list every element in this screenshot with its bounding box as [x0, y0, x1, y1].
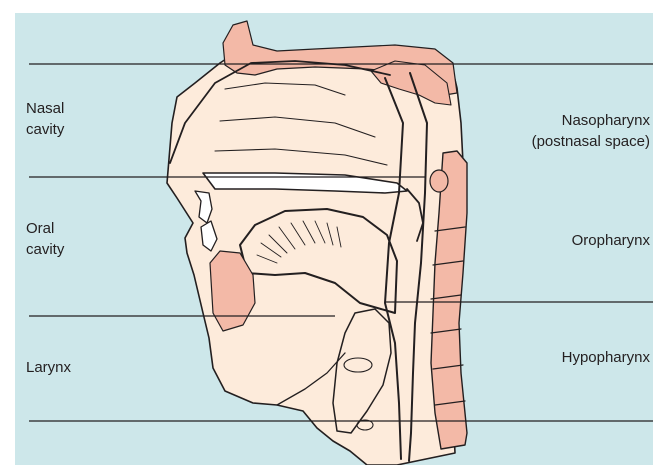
label-oropharynx: Oropharynx: [572, 230, 650, 251]
label-nasal-cavity-line2: cavity: [26, 119, 64, 140]
label-oral-cavity-line2: cavity: [26, 239, 64, 260]
label-nasopharynx-line1: Nasopharynx: [532, 110, 650, 131]
label-hypopharynx-line1: Hypopharynx: [562, 347, 650, 368]
label-hypopharynx: Hypopharynx: [562, 347, 650, 368]
head-section-drawing: [15, 13, 653, 465]
label-oral-cavity: Oral cavity: [26, 218, 64, 260]
label-oral-cavity-line1: Oral: [26, 218, 64, 239]
atlas-vertebra: [430, 170, 448, 192]
label-oropharynx-line1: Oropharynx: [572, 230, 650, 251]
head-neck-diagram: Nasal cavity Oral cavity Larynx Nasophar…: [15, 13, 653, 465]
label-nasopharynx-line2: (postnasal space): [532, 131, 650, 152]
label-larynx: Larynx: [26, 357, 71, 378]
label-nasal-cavity: Nasal cavity: [26, 98, 64, 140]
label-nasal-cavity-line1: Nasal: [26, 98, 64, 119]
label-larynx-line1: Larynx: [26, 357, 71, 378]
label-nasopharynx: Nasopharynx (postnasal space): [532, 110, 650, 152]
